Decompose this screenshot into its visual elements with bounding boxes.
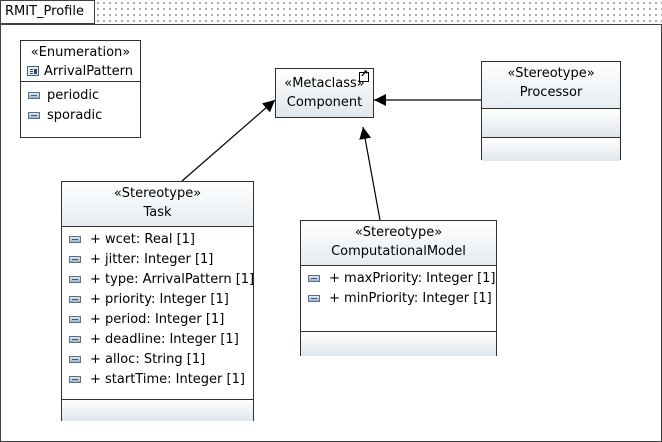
property-icon — [308, 275, 320, 282]
attribute-label: + startTime: Integer [1] — [90, 372, 245, 387]
task-operations-compartment — [62, 399, 253, 421]
literal-icon — [28, 112, 40, 119]
attribute-label: + period: Integer [1] — [90, 312, 225, 327]
attribute-row[interactable]: + alloc: String [1] — [62, 350, 253, 370]
attribute-label: + priority: Integer [1] — [90, 292, 229, 307]
computational-model-operations-compartment — [301, 331, 496, 356]
attribute-row[interactable]: + maxPriority: Integer [1] — [301, 269, 496, 289]
task-stereotype: «Stereotype» — [113, 186, 202, 201]
enumeration-stereotype: «Enumeration» — [30, 45, 131, 60]
property-icon — [69, 336, 81, 343]
attribute-label: + maxPriority: Integer [1] — [329, 271, 496, 286]
attribute-label: + minPriority: Integer [1] — [329, 291, 492, 306]
attribute-label: + type: ArrivalPattern [1] — [90, 272, 255, 287]
property-icon — [308, 295, 320, 302]
attribute-row[interactable]: + startTime: Integer [1] — [62, 370, 253, 390]
processor-name: Processor — [519, 85, 583, 100]
computational-model-stereotype: «Stereotype» — [354, 225, 443, 240]
attribute-row[interactable]: + wcet: Real [1] — [62, 230, 253, 250]
attribute-label: + wcet: Real [1] — [90, 232, 195, 247]
attribute-row[interactable]: + jitter: Integer [1] — [62, 250, 253, 270]
literal-icon — [28, 92, 40, 99]
property-icon — [69, 276, 81, 283]
processor-attributes-compartment — [482, 108, 620, 137]
attribute-row[interactable]: + priority: Integer [1] — [62, 290, 253, 310]
attribute-row[interactable]: + period: Integer [1] — [62, 310, 253, 330]
enumeration-arrivalpattern[interactable]: «Enumeration» ArrivalPattern periodic sp… — [20, 40, 141, 138]
processor-stereotype: «Stereotype» — [507, 66, 595, 81]
profile-tab[interactable]: RMIT_Profile — [0, 0, 95, 24]
stereotype-computationalmodel[interactable]: «Stereotype» ComputationalModel + maxPri… — [300, 220, 497, 356]
enumeration-name-row: ArrivalPattern — [21, 62, 140, 81]
property-icon — [69, 316, 81, 323]
stereotype-task[interactable]: «Stereotype» Task + wcet: Real [1] + jit… — [61, 181, 254, 421]
computational-model-name: ComputationalModel — [331, 244, 466, 259]
metaclass-component[interactable]: «Metaclass» Component — [275, 68, 374, 118]
attribute-row[interactable]: + minPriority: Integer [1] — [301, 289, 496, 309]
metaclass-name: Component — [286, 95, 363, 110]
property-icon — [69, 296, 81, 303]
computational-model-extension-arrow — [359, 126, 381, 221]
computational-model-attributes: + maxPriority: Integer [1] + minPriority… — [301, 265, 496, 331]
literal-label: sporadic — [47, 108, 103, 123]
literal-periodic[interactable]: periodic — [21, 86, 140, 106]
property-icon — [69, 376, 81, 383]
literal-label: periodic — [47, 88, 100, 103]
property-icon — [69, 236, 81, 243]
attribute-label: + deadline: Integer [1] — [90, 332, 239, 347]
enumeration-name: ArrivalPattern — [44, 64, 134, 79]
literal-sporadic[interactable]: sporadic — [21, 106, 140, 126]
task-extension-arrow — [181, 99, 276, 182]
stereotype-processor[interactable]: «Stereotype» Processor — [481, 61, 621, 161]
enumeration-icon — [27, 66, 39, 76]
attribute-label: + jitter: Integer [1] — [90, 252, 214, 267]
enumeration-literals: periodic sporadic — [21, 81, 140, 126]
task-attributes: + wcet: Real [1] + jitter: Integer [1] +… — [62, 226, 255, 399]
metaclass-stereotype: «Metaclass» — [284, 76, 365, 91]
property-icon — [69, 256, 81, 263]
dotted-header-strip — [95, 0, 662, 24]
attribute-row[interactable]: + type: ArrivalPattern [1] — [62, 270, 255, 290]
attribute-row[interactable]: + deadline: Integer [1] — [62, 330, 253, 350]
attribute-label: + alloc: String [1] — [90, 352, 206, 367]
processor-operations-compartment — [482, 137, 620, 161]
external-link-icon — [359, 68, 369, 82]
task-name: Task — [143, 205, 172, 220]
property-icon — [69, 356, 81, 363]
